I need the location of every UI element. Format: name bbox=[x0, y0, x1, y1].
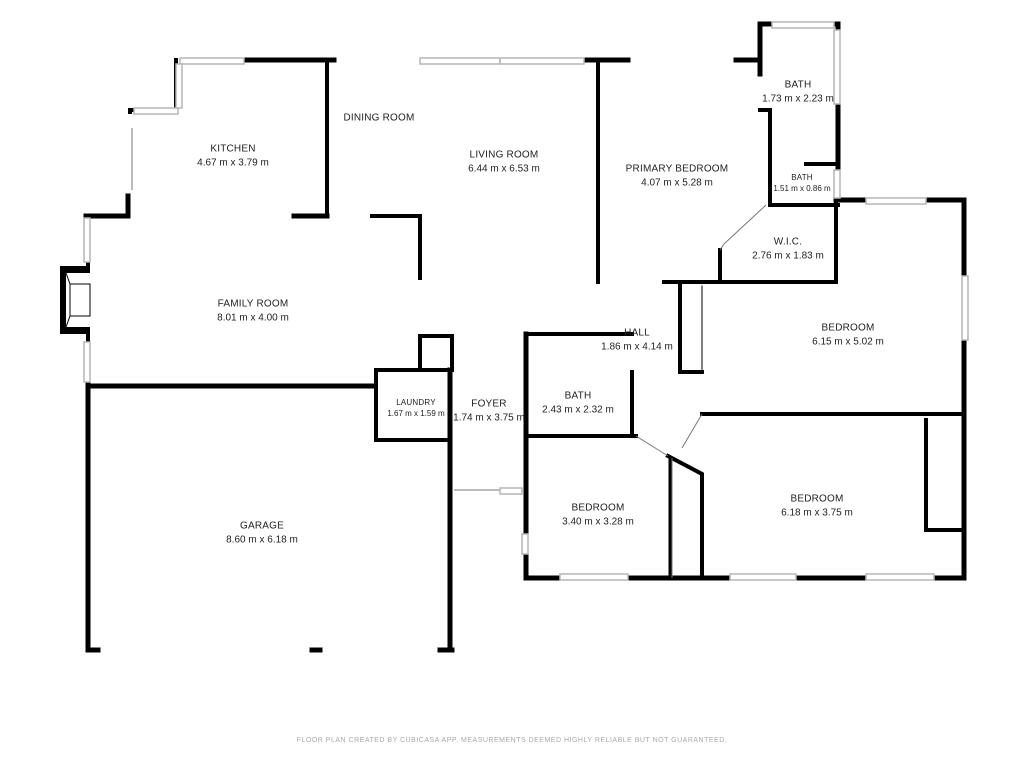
room-label-garage: GARAGE 8.60 m x 6.18 m bbox=[226, 520, 298, 547]
room-name: DINING ROOM bbox=[343, 112, 415, 124]
wall-segment bbox=[374, 368, 452, 442]
window bbox=[419, 57, 501, 65]
room-dimensions: 1.86 m x 4.14 m bbox=[601, 341, 673, 352]
room-dimensions: 8.01 m x 4.00 m bbox=[217, 312, 289, 323]
window bbox=[865, 197, 927, 205]
room-label-wic: W.I.C. 2.76 m x 1.83 m bbox=[752, 236, 824, 263]
wall-segment bbox=[924, 418, 962, 532]
room-dimensions: 8.60 m x 6.18 m bbox=[226, 534, 298, 545]
room-name: KITCHEN bbox=[210, 143, 256, 155]
opening-line bbox=[635, 435, 669, 457]
room-label-foyer: FOYER 1.74 m x 3.75 m bbox=[453, 398, 525, 425]
room-dimensions: 4.07 m x 5.28 m bbox=[641, 177, 713, 188]
floor-plan-credit: FLOOR PLAN CREATED BY CUBICASA APP. MEAS… bbox=[296, 737, 728, 744]
window bbox=[865, 573, 935, 581]
room-dimensions: 1.73 m x 2.23 m bbox=[762, 93, 834, 104]
opening-line bbox=[681, 413, 703, 449]
room-name: GARAGE bbox=[239, 520, 284, 532]
room-name: BEDROOM bbox=[790, 493, 844, 505]
room-label-bedroom-bottom-right: BEDROOM 6.18 m x 3.75 m bbox=[781, 493, 853, 520]
room-name: FAMILY ROOM bbox=[217, 298, 289, 310]
window bbox=[83, 341, 91, 383]
room-name: LAUNDRY bbox=[396, 398, 436, 408]
room-label-kitchen: KITCHEN 4.67 m x 3.79 m bbox=[197, 143, 269, 170]
room-dimensions: 3.40 m x 3.28 m bbox=[562, 516, 634, 527]
window bbox=[559, 573, 629, 581]
wall-segment bbox=[758, 108, 772, 207]
window bbox=[499, 487, 523, 495]
window bbox=[771, 21, 835, 29]
window bbox=[175, 63, 183, 109]
room-dimensions: 2.76 m x 1.83 m bbox=[752, 250, 824, 261]
room-name: W.I.C. bbox=[773, 236, 803, 248]
room-name: BATH bbox=[784, 79, 812, 91]
room-name: BEDROOM bbox=[821, 322, 875, 334]
room-label-dining: DINING ROOM bbox=[343, 111, 414, 125]
room-label-hall: HALL 1.86 m x 4.14 m bbox=[601, 327, 673, 354]
room-dimensions: 1.67 m x 1.59 m bbox=[387, 409, 445, 418]
opening-line bbox=[719, 243, 725, 251]
room-name: BEDROOM bbox=[571, 502, 625, 514]
room-dimensions: 1.51 m x 0.86 m bbox=[773, 184, 831, 193]
wall-segment bbox=[665, 453, 704, 580]
window bbox=[83, 217, 91, 263]
window bbox=[133, 107, 179, 115]
room-dimensions: 6.15 m x 5.02 m bbox=[812, 336, 884, 347]
window bbox=[833, 29, 841, 105]
opening-line bbox=[723, 204, 767, 245]
window bbox=[521, 533, 529, 555]
room-label-bath-mid: BATH 2.43 m x 2.32 m bbox=[542, 390, 614, 417]
room-label-bath-top: BATH 1.73 m x 2.23 m bbox=[762, 79, 834, 106]
room-label-bath-small: BATH 1.51 m x 0.86 m bbox=[773, 173, 830, 195]
room-dimensions: 6.18 m x 3.75 m bbox=[781, 507, 853, 518]
windows bbox=[83, 21, 969, 581]
wall-segment bbox=[83, 193, 131, 219]
room-dimensions: 4.67 m x 3.79 m bbox=[197, 157, 269, 168]
room-name: FOYER bbox=[471, 398, 507, 410]
room-name: PRIMARY BEDROOM bbox=[625, 163, 729, 175]
fireplace bbox=[60, 266, 91, 334]
room-label-primary-bedroom: PRIMARY BEDROOM 4.07 m x 5.28 m bbox=[626, 163, 729, 190]
wall-segment bbox=[370, 214, 422, 280]
window bbox=[179, 57, 245, 65]
room-label-bedroom-bottom: BEDROOM 3.40 m x 3.28 m bbox=[562, 502, 634, 529]
wall-segment bbox=[374, 334, 454, 372]
room-name: BATH bbox=[791, 173, 813, 183]
room-label-living: LIVING ROOM 6.44 m x 6.53 m bbox=[468, 149, 540, 176]
room-label-laundry: LAUNDRY 1.67 m x 1.59 m bbox=[387, 398, 444, 420]
window bbox=[729, 573, 797, 581]
room-dimensions: 2.43 m x 2.32 m bbox=[542, 404, 614, 415]
wall-segment bbox=[128, 58, 178, 114]
wall-segment bbox=[678, 282, 704, 374]
wall-segment bbox=[923, 197, 967, 579]
room-dimensions: 1.74 m x 3.75 m bbox=[453, 412, 525, 423]
window bbox=[833, 169, 841, 199]
window bbox=[961, 275, 969, 341]
room-name: BATH bbox=[564, 390, 592, 402]
room-label-bedroom-right: BEDROOM 6.15 m x 5.02 m bbox=[812, 322, 884, 349]
room-name: LIVING ROOM bbox=[469, 149, 539, 161]
room-name: HALL bbox=[624, 327, 650, 339]
room-label-family: FAMILY ROOM 8.01 m x 4.00 m bbox=[217, 298, 289, 325]
window bbox=[499, 57, 585, 65]
room-dimensions: 6.44 m x 6.53 m bbox=[468, 163, 540, 174]
